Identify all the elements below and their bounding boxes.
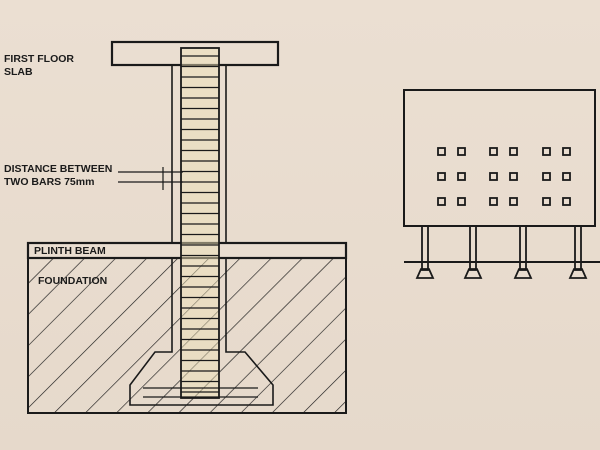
- window: [562, 172, 571, 181]
- footing: [129, 258, 274, 406]
- window: [457, 147, 466, 156]
- window: [542, 197, 551, 206]
- window: [542, 172, 551, 181]
- foundation-label: FOUNDATION: [38, 275, 108, 287]
- window: [489, 197, 498, 206]
- window: [437, 172, 446, 181]
- pile-foot: [513, 268, 533, 279]
- pile-foot: [415, 268, 435, 279]
- pile-leg: [519, 225, 527, 271]
- building-elevation: [403, 89, 596, 227]
- pile-leg: [574, 225, 582, 271]
- window: [489, 172, 498, 181]
- window: [509, 147, 518, 156]
- pile-leg: [469, 225, 477, 271]
- pile-leg: [421, 225, 429, 271]
- plinth-beam-label: PLINTH BEAM: [34, 245, 106, 257]
- rebar-cage: [180, 47, 220, 399]
- window: [457, 172, 466, 181]
- window: [457, 197, 466, 206]
- window: [562, 147, 571, 156]
- window: [542, 147, 551, 156]
- window: [509, 197, 518, 206]
- window: [489, 147, 498, 156]
- pile-foot: [568, 268, 588, 279]
- window: [509, 172, 518, 181]
- window: [437, 147, 446, 156]
- pile-foot: [463, 268, 483, 279]
- window: [437, 197, 446, 206]
- window: [562, 197, 571, 206]
